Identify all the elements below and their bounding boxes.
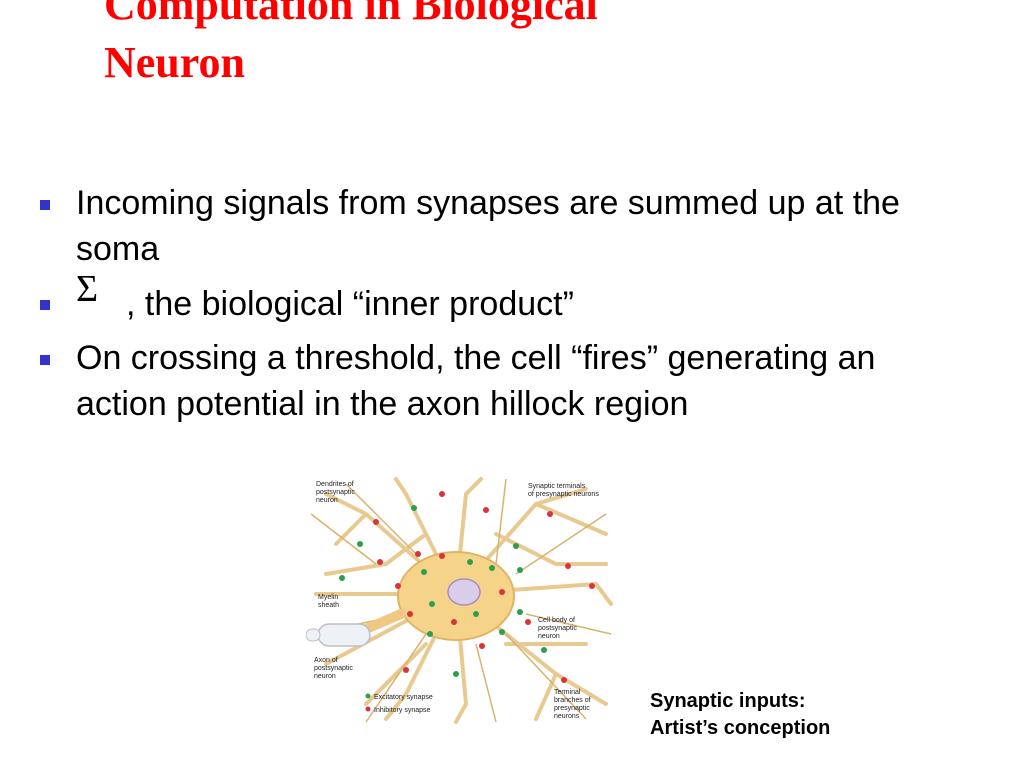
slide-title: Computation in Biological Neuron <box>104 0 598 92</box>
label-cellbody-line3: neuron <box>538 633 560 640</box>
bullet-square-icon <box>40 355 50 365</box>
nucleus <box>447 578 481 606</box>
legend-inhibitory: Inhibitory synapse <box>374 707 431 714</box>
caption-line2: Artist’s conception <box>650 717 831 739</box>
label-axon-line3: neuron <box>314 673 336 680</box>
bullet-item: Σ , the biological “inner product” <box>36 268 936 327</box>
bullet-list: Incoming signals from synapses are summe… <box>36 180 936 435</box>
neuron-illustration: Dendrites of postsynaptic neuron Synapti… <box>306 474 618 724</box>
presynaptic-terminals <box>310 478 612 723</box>
myelin-sheath <box>317 623 371 647</box>
neuron-diagram: Dendrites of postsynaptic neuron Synapti… <box>306 477 613 724</box>
label-dendrites-line1: Dendrites of <box>316 481 354 488</box>
label-axon-line2: postsynaptic <box>314 665 353 672</box>
inhibitory-synapse <box>407 611 413 617</box>
label-terminals-line2: of presynaptic neurons <box>528 491 599 498</box>
label-cellbody-line2: postsynaptic <box>538 625 577 632</box>
axon-hillock <box>361 609 406 634</box>
excitatory-synapse <box>517 609 523 615</box>
bullet-text: Incoming signals from synapses are summe… <box>76 184 900 268</box>
inhibitory-synapse <box>547 511 553 517</box>
inhibitory-synapse <box>403 667 409 673</box>
synapse-dots <box>339 491 595 683</box>
excitatory-synapse <box>541 647 547 653</box>
legend-excitatory-dot <box>365 693 371 699</box>
excitatory-synapse <box>467 559 473 565</box>
label-dendrites-line2: postsynaptic <box>316 489 355 496</box>
bullet-square-icon <box>40 200 50 210</box>
label-axon-line1: Axon of <box>314 657 338 664</box>
inhibitory-synapse <box>499 589 505 595</box>
excitatory-synapse <box>489 565 495 571</box>
slide-title-line1: Computation in Biological <box>104 0 598 29</box>
inhibitory-synapse <box>373 519 379 525</box>
excitatory-synapse <box>339 575 345 581</box>
slide-title-line2: Neuron <box>104 38 245 87</box>
legend-inhibitory-dot <box>365 706 371 712</box>
excitatory-synapse <box>427 631 433 637</box>
label-branches-line2: branches of <box>554 697 591 704</box>
excitatory-synapse <box>429 601 435 607</box>
bullet-square-icon <box>40 300 50 310</box>
inhibitory-synapse <box>589 583 595 589</box>
label-cellbody-line1: Cell body of <box>538 617 575 624</box>
excitatory-synapse <box>357 541 363 547</box>
label-myelin-line1: Myelin <box>318 594 338 601</box>
label-branches-line4: neurons <box>554 713 580 720</box>
excitatory-synapse <box>411 505 417 511</box>
inhibitory-synapse <box>395 583 401 589</box>
axon <box>306 628 321 642</box>
label-branches-line3: presynaptic <box>554 705 590 712</box>
inhibitory-synapse <box>415 551 421 557</box>
inhibitory-synapse <box>439 491 445 497</box>
bullet-text: , the biological “inner product” <box>126 285 574 323</box>
inhibitory-synapse <box>377 559 383 565</box>
inhibitory-synapse <box>479 643 485 649</box>
excitatory-synapse <box>473 611 479 617</box>
inhibitory-synapse <box>451 619 457 625</box>
label-myelin-line2: sheath <box>318 602 339 609</box>
inhibitory-synapse <box>561 677 567 683</box>
bullet-item: Incoming signals from synapses are summe… <box>36 180 936 272</box>
excitatory-synapse <box>517 567 523 573</box>
inhibitory-synapse <box>525 619 531 625</box>
excitatory-synapse <box>453 671 459 677</box>
inhibitory-synapse <box>483 507 489 513</box>
label-dendrites-line3: neuron <box>316 497 338 504</box>
legend-excitatory: Excitatory synapse <box>374 694 433 701</box>
inhibitory-synapse <box>439 553 445 559</box>
inhibitory-synapse <box>565 563 571 569</box>
excitatory-synapse <box>421 569 427 575</box>
excitatory-synapse <box>513 543 519 549</box>
label-terminals-line1: Synaptic terminals <box>528 483 586 490</box>
excitatory-synapse <box>499 629 505 635</box>
label-branches-line1: Terminal <box>554 689 581 696</box>
caption-line1: Synaptic inputs: <box>650 690 806 712</box>
figure-caption: Synaptic inputs: Artist’s conception <box>650 688 830 742</box>
bullet-text: On crossing a threshold, the cell “fires… <box>76 339 876 423</box>
bullet-item: On crossing a threshold, the cell “fires… <box>36 335 936 427</box>
sigma-symbol: Σ <box>76 268 99 310</box>
